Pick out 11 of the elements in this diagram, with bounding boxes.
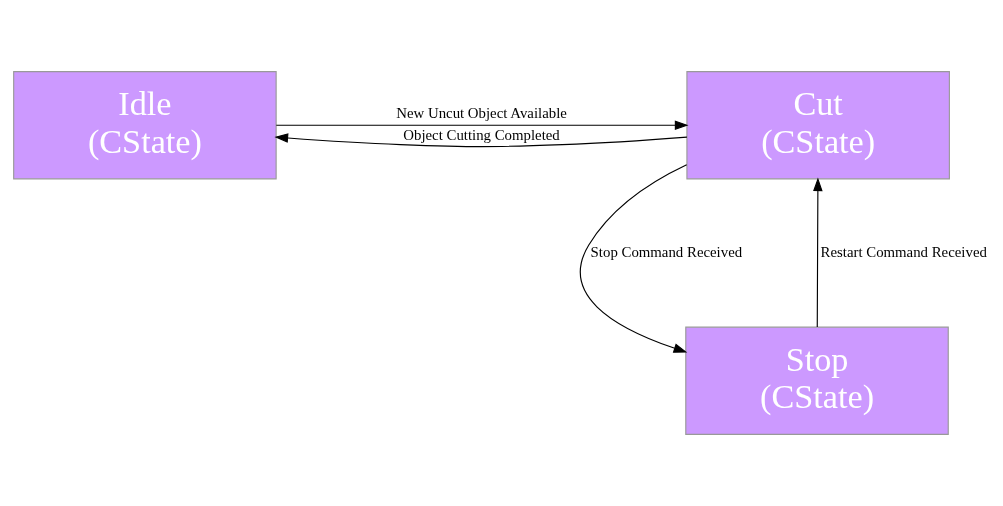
edge-label: Object Cutting Completed (403, 127, 560, 144)
edge-label: Stop Command Received (590, 243, 743, 260)
arrow (275, 120, 689, 130)
edge-label: Restart Command Received (820, 243, 987, 260)
node-box: Idle (CState) (13, 71, 277, 180)
arrow (813, 177, 823, 328)
arrow (274, 133, 688, 148)
node-box: Stop (CState) (685, 326, 949, 435)
arrow (579, 164, 688, 353)
edge-label: New Uncut Object Available (396, 104, 567, 121)
node-box: Cut (CState) (686, 71, 950, 180)
